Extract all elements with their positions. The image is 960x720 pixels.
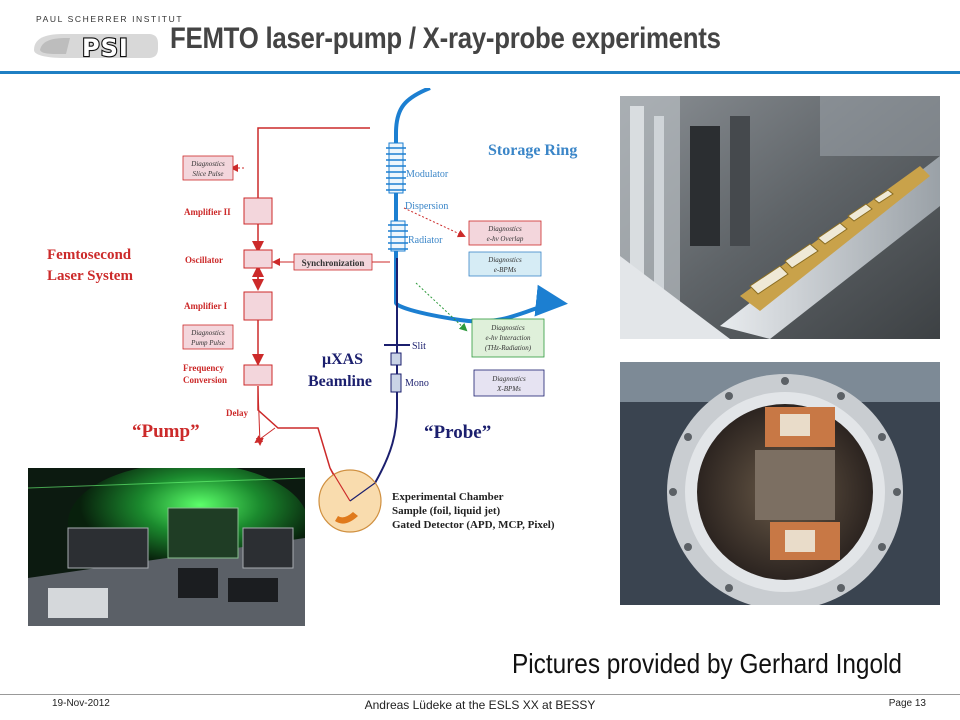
femtosecond-label-2: Laser System xyxy=(47,268,133,284)
footer-date: 19-Nov-2012 xyxy=(52,698,110,709)
modulator-coils xyxy=(386,147,406,191)
diag-ebpm-1: Diagnostics xyxy=(487,256,522,264)
footer-presenter: Andreas Lüdeke at the ESLS XX at BESSY xyxy=(364,698,596,712)
frequency-conversion-box xyxy=(243,364,273,386)
probe-label: “Probe” xyxy=(424,422,491,443)
chamber-label-1: Experimental Chamber xyxy=(392,491,504,503)
institute-name: PAUL SCHERRER INSTITUT xyxy=(36,14,184,24)
footer-divider xyxy=(0,694,960,695)
picture-credit: Pictures provided by Gerhard Ingold xyxy=(512,648,902,679)
oscillator-label: Oscillator xyxy=(185,255,223,265)
laser-to-modulator xyxy=(257,127,370,198)
diag-ebpm-box xyxy=(468,251,542,277)
synchronization-label: Synchronization xyxy=(302,258,365,268)
amplifier-1-label: Amplifier I xyxy=(184,301,228,311)
chamber-label-3: Gated Detector (APD, MCP, Pixel) xyxy=(392,519,555,531)
frequency-label-1: Frequency xyxy=(183,363,224,373)
diag-xbpm-2: X-BPMs xyxy=(496,385,521,393)
chamber-label-2: Sample (foil, liquid jet) xyxy=(392,505,501,517)
diag-overlap-1: Diagnostics xyxy=(487,225,522,233)
slit-element xyxy=(384,344,410,366)
page-title: FEMTO laser-pump / X-ray-probe experimen… xyxy=(170,22,721,55)
synchronization-box xyxy=(293,253,373,271)
beamline-label-2: Beamline xyxy=(308,373,372,390)
psi-logo-text: PSI xyxy=(82,34,129,62)
diag-pump-pulse-2: Pump Pulse xyxy=(190,339,225,347)
mono-label: Mono xyxy=(405,378,429,389)
dispersion-label: Dispersion xyxy=(405,201,448,212)
header-divider xyxy=(0,71,960,74)
amplifier-1-box xyxy=(243,291,273,321)
beamline-label-1: μXAS xyxy=(322,351,363,368)
laser-delay-path xyxy=(257,386,331,469)
diag-thz-2: e-hν Interaction xyxy=(486,334,531,342)
footer-page-number: Page 13 xyxy=(888,698,926,709)
femtosecond-label-1: Femtosecond xyxy=(47,247,132,263)
vacuum-chamber-photo-image xyxy=(620,362,940,605)
diag-slice-pulse-2: Slice Pulse xyxy=(193,170,224,178)
laser-lab-photo xyxy=(28,468,305,626)
frequency-label-2: Conversion xyxy=(183,375,227,385)
radiator-label: Radiator xyxy=(408,235,443,246)
diag-thz-1: Diagnostics xyxy=(490,324,525,332)
femto-schematic-diagram: Storage Ring Modulator Dispersion Radiat… xyxy=(47,88,577,533)
diag-slice-pulse-box xyxy=(182,155,234,181)
storage-ring-label: Storage Ring xyxy=(488,142,577,159)
radiator-coils xyxy=(388,224,408,250)
laser-lab-photo-image xyxy=(28,468,305,626)
ring-arrowhead xyxy=(540,298,565,312)
psi-logo: PAUL SCHERRER INSTITUT PSI xyxy=(30,14,182,62)
vacuum-chamber-photo xyxy=(620,362,940,605)
diag-pump-pulse-1: Diagnostics xyxy=(190,329,225,337)
mono-element xyxy=(390,373,402,393)
diag-slice-pulse-1: Diagnostics xyxy=(190,160,225,168)
laser-delay-arrow xyxy=(255,387,264,446)
diag-overlap-box xyxy=(468,220,542,246)
diag-overlap-2: e-hν Overlap xyxy=(487,235,524,243)
diag-xbpm-1: Diagnostics xyxy=(491,375,526,383)
slit-label: Slit xyxy=(412,341,426,352)
diag-pump-pulse-box xyxy=(182,324,234,350)
diag-thz-box xyxy=(471,318,545,358)
undulator-photo-image xyxy=(620,96,940,339)
storage-ring-beam xyxy=(394,88,568,324)
oscillator-box xyxy=(243,249,273,269)
modulator-label: Modulator xyxy=(406,169,449,180)
diag-xbpm-box xyxy=(473,369,545,397)
delay-arrow-left xyxy=(254,427,276,444)
undulator-photo xyxy=(620,96,940,339)
pump-label: “Pump” xyxy=(132,421,200,442)
diag-ebpm-2: e-BPMs xyxy=(494,266,517,274)
diag-thz-3: (THz-Radiation) xyxy=(485,344,532,352)
psi-logo-mark: PSI xyxy=(34,33,158,62)
amplifier-2-label: Amplifier II xyxy=(184,207,231,217)
modulator-element xyxy=(388,142,404,194)
xray-beamline xyxy=(347,258,398,517)
amplifier-2-box xyxy=(243,197,273,225)
delay-label: Delay xyxy=(226,408,248,418)
chamber-detector xyxy=(335,512,358,524)
